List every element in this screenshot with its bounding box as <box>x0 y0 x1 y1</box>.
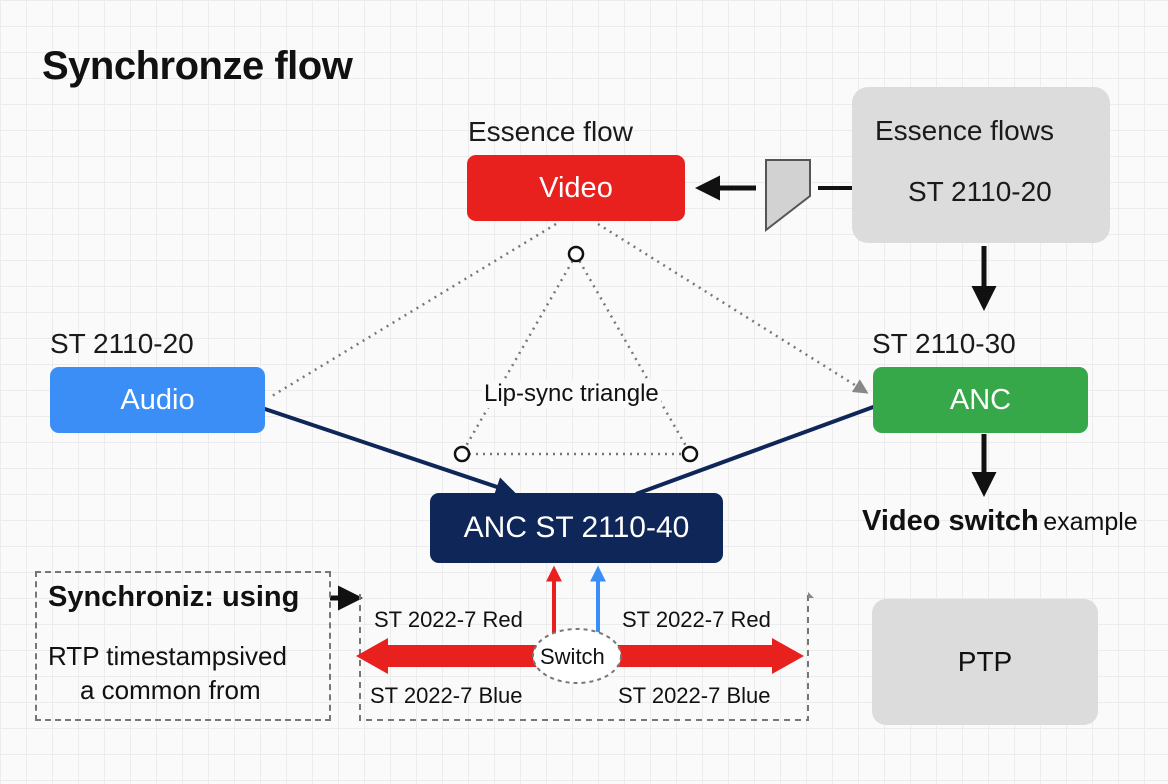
anc-st-2110-40-label: ANC ST 2110-40 <box>463 511 690 544</box>
red-left-label: ST 2022-7 Red <box>374 607 523 632</box>
essence-flows-title: Essence flows <box>875 115 1054 146</box>
blue-right-label: ST 2022-7 Blue <box>618 683 771 708</box>
video-switch-bold: Video switch <box>862 505 1039 537</box>
essence-flow-label: Essence flow <box>468 116 633 147</box>
synchronize-heading: Synchroniz: using <box>48 581 300 613</box>
triangle-vertex-top <box>567 245 585 263</box>
red-right-label: ST 2022-7 Red <box>622 607 771 632</box>
triangle-vertex-right <box>681 445 699 463</box>
video-to-audio-dotted <box>271 222 557 398</box>
lip-sync-triangle <box>453 245 699 463</box>
switch-ellipse <box>532 628 622 684</box>
essence-flows-box[interactable] <box>852 87 1110 243</box>
synchronize-box <box>35 571 331 721</box>
audio-label: Audio <box>120 383 195 416</box>
essence-flows-standard: ST 2110-20 <box>908 176 1052 207</box>
anc-label: ANC <box>949 383 1012 416</box>
audio-standard: ST 2110-20 <box>50 328 194 359</box>
video-switch-caption: Video switch example <box>862 505 1138 538</box>
video-switch-light: example <box>1043 508 1138 536</box>
page-title: Synchronze flow <box>42 44 353 88</box>
anc-standard: ST 2110-30 <box>872 328 1016 359</box>
audio-box[interactable]: Audio <box>50 367 265 433</box>
ptp-box[interactable]: PTP <box>872 599 1098 725</box>
triangle-vertex-left <box>453 445 471 463</box>
video-box[interactable]: Video <box>467 155 685 221</box>
lip-sync-label: Lip-sync triangle <box>482 380 661 408</box>
video-to-anc-dotted <box>597 222 869 394</box>
anc-to-center-line <box>635 404 877 496</box>
audio-to-anc-line <box>261 406 516 497</box>
anc-st-2110-40-box[interactable]: ANC ST 2110-40 <box>430 493 723 563</box>
synchronize-line2: a common from <box>80 675 261 705</box>
ptp-label: PTP <box>957 646 1013 677</box>
blue-left-label: ST 2022-7 Blue <box>370 683 523 708</box>
anc-box[interactable]: ANC <box>873 367 1088 433</box>
synchronize-line1: RTP timestampsived <box>48 641 287 671</box>
switch-label: Switch <box>540 644 605 669</box>
switch-region-corner <box>808 592 814 598</box>
video-label: Video <box>539 171 613 204</box>
wedge-shape <box>765 159 811 233</box>
